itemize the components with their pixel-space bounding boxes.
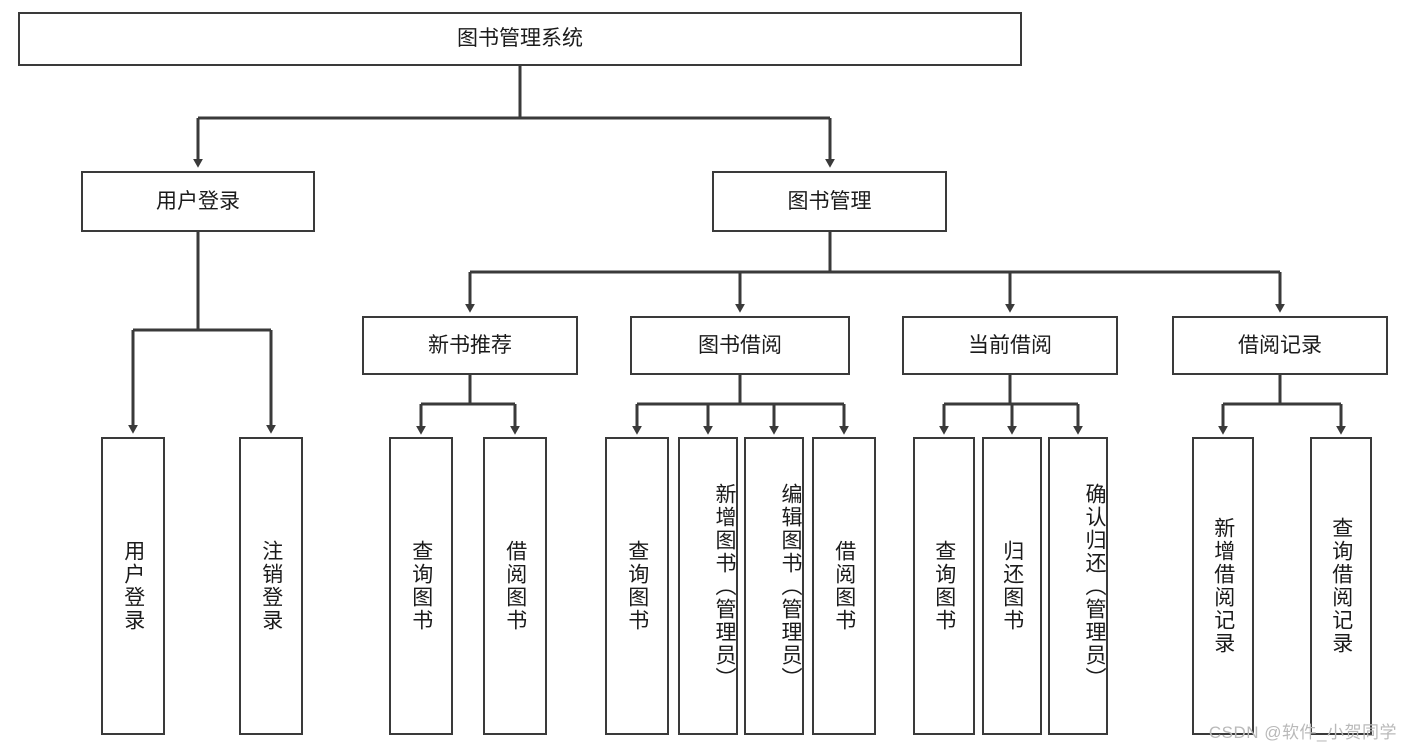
leaf-user-login-label: 用户登录 [121,540,145,632]
node-new-book-recommendation-label: 新书推荐 [428,333,512,357]
leaf-borrow-books-borrowing[interactable]: 借阅图书 [812,437,876,735]
leaf-add-book-admin[interactable]: 新增图书（管理员） [678,437,738,735]
leaf-logout-label: 注销登录 [259,540,283,632]
node-user-login-label: 用户登录 [156,189,240,213]
node-user-login[interactable]: 用户登录 [81,171,315,232]
leaf-borrow-books-recommendation[interactable]: 借阅图书 [483,437,547,735]
leaf-query-borrowing-record[interactable]: 查询借阅记录 [1310,437,1372,735]
leaf-user-login[interactable]: 用户登录 [101,437,165,735]
leaf-return-books[interactable]: 归还图书 [982,437,1042,735]
node-current-borrowing[interactable]: 当前借阅 [902,316,1118,375]
leaf-query-books-recommendation[interactable]: 查询图书 [389,437,453,735]
leaf-add-book-admin-label: 新增图书（管理员） [713,482,736,690]
leaf-borrow-books-recommendation-label: 借阅图书 [503,540,527,632]
leaf-query-books-current[interactable]: 查询图书 [913,437,975,735]
leaf-query-books-borrowing[interactable]: 查询图书 [605,437,669,735]
leaf-edit-book-admin[interactable]: 编辑图书（管理员） [744,437,804,735]
leaf-return-books-label: 归还图书 [1000,540,1024,632]
node-book-management-label: 图书管理 [787,189,872,213]
leaf-query-books-borrowing-label: 查询图书 [625,540,649,632]
leaf-borrow-books-borrowing-label: 借阅图书 [832,540,856,632]
node-borrowing-records-label: 借阅记录 [1238,333,1322,357]
leaf-edit-book-admin-label: 编辑图书（管理员） [779,482,802,690]
leaf-query-books-current-label: 查询图书 [932,540,956,632]
leaf-query-books-recommendation-label: 查询图书 [409,540,433,632]
watermark-csdn: CSDN @软件_小贺同学 [1208,723,1397,742]
leaf-add-borrowing-record[interactable]: 新增借阅记录 [1192,437,1254,735]
leaf-confirm-return-admin-label: 确认归还（管理员） [1083,482,1106,690]
node-borrowing-records[interactable]: 借阅记录 [1172,316,1388,375]
node-new-book-recommendation[interactable]: 新书推荐 [362,316,578,375]
node-book-borrowing[interactable]: 图书借阅 [630,316,850,375]
node-root-library-management-system[interactable]: 图书管理系统 [18,12,1022,66]
node-book-management[interactable]: 图书管理 [712,171,947,232]
leaf-logout[interactable]: 注销登录 [239,437,303,735]
node-book-borrowing-label: 图书借阅 [698,333,782,357]
leaf-add-borrowing-record-label: 新增借阅记录 [1211,517,1235,655]
node-current-borrowing-label: 当前借阅 [968,333,1052,357]
leaf-confirm-return-admin[interactable]: 确认归还（管理员） [1048,437,1108,735]
leaf-query-borrowing-record-label: 查询借阅记录 [1329,517,1353,655]
